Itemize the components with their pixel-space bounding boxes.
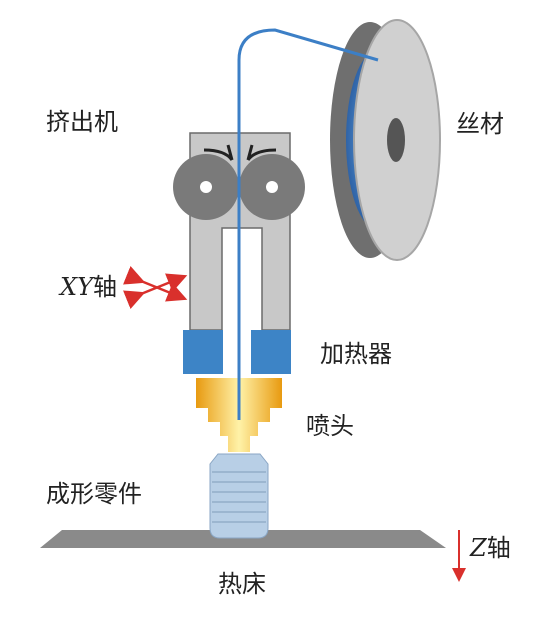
label-xy-axis-letters: XY	[60, 273, 93, 301]
filament-spool	[330, 19, 441, 261]
drive-gear-mark-right	[246, 144, 277, 161]
heater-block-left	[183, 330, 223, 374]
label-filament: 丝材	[456, 110, 504, 138]
xy-axis-arrows	[122, 265, 188, 310]
printed-part-body	[209, 453, 269, 539]
spool-hub	[387, 118, 405, 162]
heated-bed	[40, 530, 446, 548]
label-z-axis-letter: Z	[470, 534, 487, 562]
label-z-axis-text: 轴	[486, 534, 511, 562]
heater-block-right	[251, 330, 291, 374]
label-nozzle: 喷头	[306, 412, 354, 440]
label-xy-axis: XY轴	[60, 275, 117, 299]
xy-arrow-2	[122, 273, 188, 310]
label-xy-axis-text: 轴	[92, 273, 117, 301]
roller-left-hub	[200, 181, 212, 193]
z-axis-arrow	[452, 530, 466, 582]
rollers	[173, 154, 305, 220]
label-z-axis: Z轴	[470, 536, 511, 560]
label-part: 成形零件	[46, 480, 142, 508]
label-extruder: 挤出机	[46, 108, 118, 136]
z-arrow-head	[452, 568, 466, 582]
label-bed: 热床	[218, 570, 266, 598]
printed-part	[209, 453, 269, 539]
filament-line	[237, 28, 379, 420]
label-heater: 加热器	[320, 340, 392, 368]
drive-gear-mark-left	[203, 144, 234, 161]
roller-right-hub	[266, 181, 278, 193]
